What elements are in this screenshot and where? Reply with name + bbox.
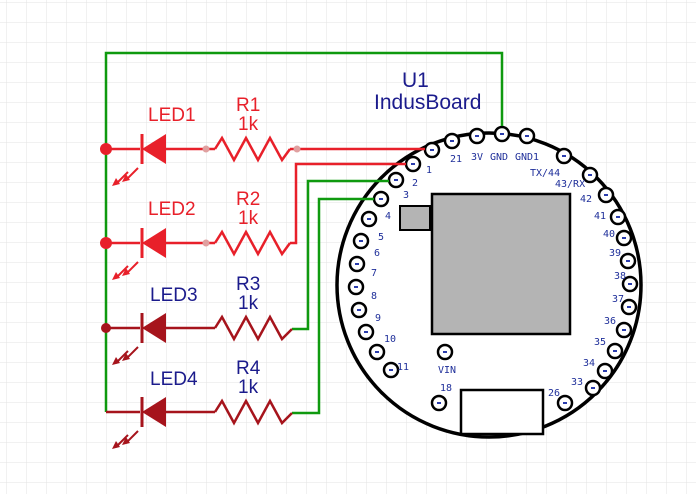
led34-nets[interactable] <box>106 326 215 414</box>
led3-symbol[interactable] <box>112 313 166 365</box>
junction-dot <box>100 143 112 155</box>
pin-dot <box>202 239 210 247</box>
pin-label-11: 11 <box>397 362 409 373</box>
led3-label: LED3 <box>150 285 198 306</box>
pin-label-5: 5 <box>378 232 384 243</box>
pin-label-41: 41 <box>594 211 606 222</box>
pin-label-26: 26 <box>548 388 560 399</box>
pin-label-3v: 3V <box>471 152 483 163</box>
pin-label-gnd1: GND1 <box>515 152 539 163</box>
led4-label: LED4 <box>150 369 198 390</box>
resistor-r2[interactable] <box>213 229 292 257</box>
pin-label-40: 40 <box>603 229 615 240</box>
antenna-block <box>399 205 431 231</box>
pin-label-6: 6 <box>374 248 380 259</box>
pin-label-1: 1 <box>426 165 432 176</box>
led2-label: LED2 <box>148 199 196 220</box>
r1-value: 1k <box>238 114 259 135</box>
pin-label-tx44: TX/44 <box>530 168 560 179</box>
pin-label-43rx: 43/RX <box>555 179 585 190</box>
led2-symbol[interactable] <box>112 228 166 280</box>
resistor-r3[interactable] <box>213 314 293 342</box>
gnd-wire[interactable] <box>104 51 504 412</box>
r2-value: 1k <box>238 208 259 229</box>
pin-label-18: 18 <box>440 383 452 394</box>
pin-label-4: 4 <box>385 211 391 222</box>
pin-label-42: 42 <box>580 194 592 205</box>
led4-symbol[interactable] <box>112 397 166 449</box>
junction-dot <box>101 323 111 333</box>
usb-connector <box>459 388 545 436</box>
pin-pad-marks <box>354 133 632 404</box>
resistor-r1[interactable] <box>213 135 292 163</box>
pin-label-36: 36 <box>604 316 616 327</box>
pin-label-vin: VIN <box>438 365 456 376</box>
pin-label-7: 7 <box>371 268 377 279</box>
pin-dot <box>293 145 301 153</box>
chip <box>430 192 572 336</box>
r1-label: R1 <box>236 95 260 116</box>
component-name: IndusBoard <box>374 91 481 114</box>
pin-label-37: 37 <box>612 294 624 305</box>
r4-value: 1k <box>238 377 259 398</box>
signal-wires-green[interactable] <box>292 179 389 415</box>
pin-label-35: 35 <box>594 337 606 348</box>
r4-label: R4 <box>236 358 261 379</box>
pin-label-21: 21 <box>450 154 462 165</box>
led1-label: LED1 <box>148 105 196 126</box>
pin-label-38: 38 <box>614 271 626 282</box>
pin-label-gnd: GND <box>490 152 508 163</box>
r2-label: R2 <box>236 189 260 210</box>
resistor-r4[interactable] <box>213 398 293 426</box>
pin-label-9: 9 <box>375 313 381 324</box>
r3-value: 1k <box>238 293 259 314</box>
pin-label-8: 8 <box>371 291 377 302</box>
pin-label-39: 39 <box>609 248 621 259</box>
pin-label-33: 33 <box>571 377 583 388</box>
junction-dot <box>100 237 112 249</box>
led1-symbol[interactable] <box>112 134 166 186</box>
pin-label-3: 3 <box>403 190 409 201</box>
pin-dot <box>202 145 210 153</box>
pin-label-10: 10 <box>384 334 396 345</box>
indusboard-component[interactable] <box>335 131 643 439</box>
pin-label-2: 2 <box>412 178 418 189</box>
pin-label-34: 34 <box>583 358 595 369</box>
component-ref: U1 <box>402 69 429 92</box>
r3-label: R3 <box>236 274 260 295</box>
